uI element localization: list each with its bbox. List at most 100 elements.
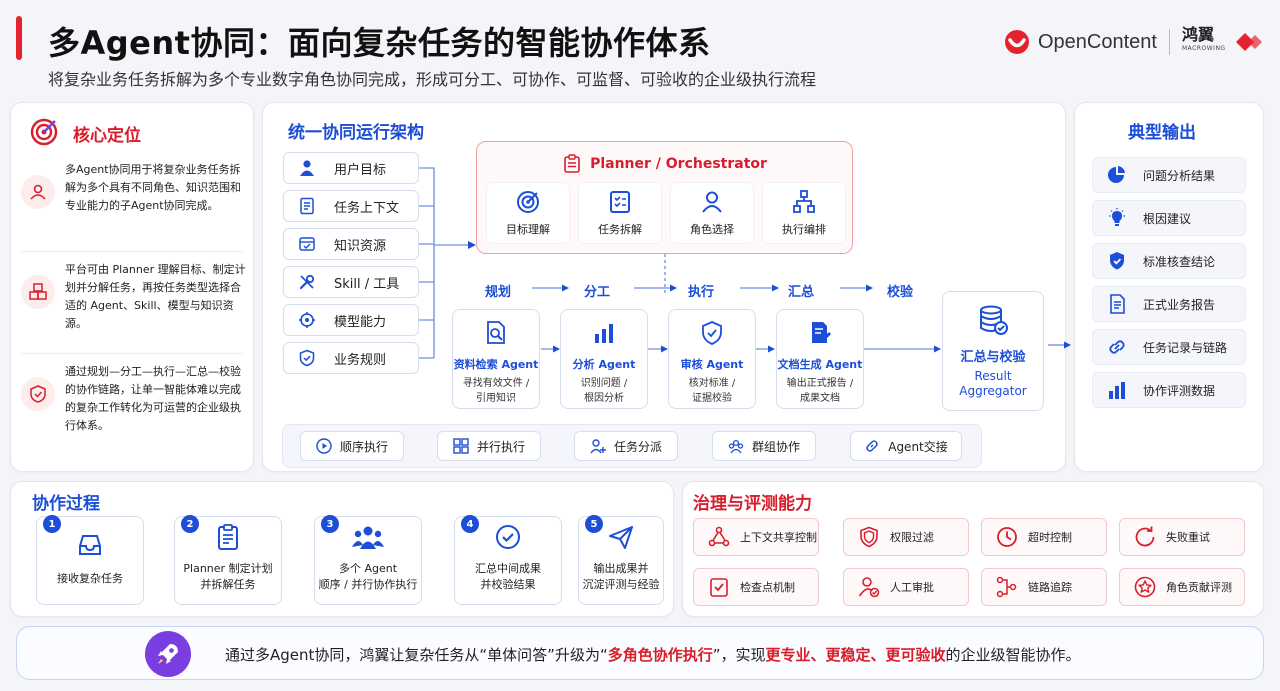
input-knowledge: 知识资源: [283, 228, 419, 260]
input-label: 任务上下文: [334, 200, 400, 216]
output-label: 标准核查结论: [1143, 254, 1216, 269]
user-plus-icon: [590, 439, 606, 454]
planner-cell: 任务拆解: [578, 182, 662, 244]
person-icon: [702, 191, 722, 213]
star-icon: [1134, 576, 1156, 598]
check-circle-icon: [496, 525, 520, 549]
step-label: 输出成果并: [593, 562, 649, 575]
governance-item: 失败重试: [1119, 518, 1245, 556]
user-check-icon: [858, 577, 880, 598]
summary-highlight: 多角色协作执行: [607, 646, 713, 664]
brand-en-label: MACROWING: [1181, 45, 1226, 52]
governance-label: 上下文共享控制: [740, 531, 817, 544]
doc-icon: [1110, 294, 1125, 314]
stage-verify: 校验: [887, 285, 914, 300]
doc-search-icon: [487, 321, 505, 344]
step-number: 1: [43, 515, 61, 533]
input-rules: 业务规则: [283, 342, 419, 374]
output-label: 根因建议: [1143, 211, 1192, 226]
agent-desc: 输出正式报告 / 成果文档: [777, 376, 863, 406]
aggregator-en-line: Result: [974, 369, 1012, 383]
input-label: 知识资源: [334, 238, 387, 254]
agent-desc-line: 寻找有效文件 /: [462, 378, 530, 389]
play-icon: [316, 438, 332, 454]
mode-label: 任务分派: [613, 439, 662, 454]
rocket-icon: [145, 631, 191, 677]
agent-desc-line: 成果文档: [800, 393, 840, 404]
governance-title: 治理与评测能力: [693, 494, 812, 514]
output-item: 任务记录与链路: [1092, 329, 1246, 365]
mode-dispatch: 任务分派: [574, 431, 678, 461]
agent-name: 资料检索 Agent: [453, 358, 539, 371]
checklist-icon: [610, 191, 630, 213]
link-icon: [866, 440, 878, 452]
step-number: 2: [181, 515, 199, 533]
divider: [21, 353, 243, 354]
governance-label: 权限过滤: [890, 531, 934, 544]
governance-label: 链路追踪: [1028, 581, 1072, 594]
agent-analysis: 分析 Agent 识别问题 /根因分析: [560, 309, 648, 409]
governance-label: 检查点机制: [740, 581, 795, 594]
opencontent-logo-icon: [1005, 30, 1029, 54]
summary-highlight: 更专业、更稳定、更可验收: [765, 646, 946, 664]
outputs-title: 典型输出: [1128, 123, 1196, 143]
governance-label: 人工审批: [890, 581, 934, 594]
title-accent-bar: [16, 16, 22, 60]
agent-desc: 识别问题 /根因分析: [561, 376, 647, 406]
core-item: 平台可由 Planner 理解目标、制定计划并分解任务，再按任务类型选择合适的 …: [21, 261, 246, 333]
page-subtitle: 将复杂业务任务拆解为多个专业数字角色协同完成，形成可分工、可协作、可监督、可验收…: [48, 70, 817, 89]
grid-icon: [453, 438, 469, 454]
planner-cell-label: 角色选择: [690, 223, 734, 236]
mode-handoff: Agent交接: [850, 431, 962, 461]
shield-check-icon: [21, 377, 55, 411]
send-icon: [609, 526, 633, 549]
governance-label: 角色贡献评测: [1166, 581, 1232, 594]
shield-check-icon: [702, 321, 722, 345]
brand-opencontent: OpenContent: [1038, 30, 1157, 53]
database-check-icon: [980, 305, 1008, 335]
governance-item: 人工审批: [843, 568, 969, 606]
output-label: 任务记录与链路: [1143, 340, 1228, 355]
agent-name: 审核 Agent: [680, 358, 744, 371]
step-label: 顺序 / 并行协作执行: [318, 578, 418, 591]
clipboard-list-icon: [564, 154, 580, 173]
macrowing-logo-icon: [1235, 33, 1262, 51]
input-label: Skill / 工具: [334, 276, 400, 292]
agent-document: 文档生成 Agent 输出正式报告 /成果文档: [776, 309, 864, 409]
tools-icon: [299, 274, 315, 290]
clock-icon: [997, 527, 1017, 547]
target-icon: [30, 118, 58, 146]
bar-chart-icon: [1109, 382, 1125, 399]
step-label: 多个 Agent: [338, 562, 398, 575]
shield-check-icon: [1110, 252, 1124, 270]
trace-icon: [996, 576, 1017, 598]
planner-cell: 执行编排: [762, 182, 846, 244]
mode-label: 顺序执行: [339, 439, 388, 454]
agent-desc-line: 根因分析: [584, 393, 624, 404]
input-skill-tools: Skill / 工具: [283, 266, 419, 298]
brand-divider: [1168, 29, 1170, 55]
stage-assign: 分工: [584, 285, 611, 300]
output-label: 正式业务报告: [1143, 297, 1216, 312]
output-item: 正式业务报告: [1092, 286, 1246, 322]
governance-item: 检查点机制: [693, 568, 819, 606]
governance-item: 链路追踪: [981, 568, 1107, 606]
step-number: 4: [461, 515, 479, 533]
summary-part: 通过多Agent协同，鸿翼让复杂任务从“单体问答”升级为“: [225, 646, 608, 664]
architecture-title: 统一协同运行架构: [288, 123, 424, 143]
step-label: 沉淀评测与经验: [582, 578, 660, 591]
aggregator-en-line: Aggregator: [959, 384, 1027, 398]
clipboard-icon: [218, 524, 238, 550]
governance-label: 失败重试: [1166, 531, 1210, 544]
agent-desc-line: 引用知识: [476, 393, 516, 404]
summary-part: ”，实现: [712, 646, 766, 664]
output-label: 协作评测数据: [1143, 383, 1216, 398]
agent-desc-line: 核对标准 /: [688, 378, 736, 389]
planner-cell-label: 目标理解: [506, 223, 550, 236]
agent-desc-line: 输出正式报告 /: [786, 378, 854, 389]
process-step: 4 汇总中间成果 并校验结果: [454, 515, 562, 605]
input-label: 业务规则: [334, 352, 387, 368]
governance-item: 权限过滤: [843, 518, 969, 556]
brand-macrowing: 鸿翼 MACROWING: [1181, 27, 1226, 56]
shield-filter-icon: [860, 526, 878, 548]
